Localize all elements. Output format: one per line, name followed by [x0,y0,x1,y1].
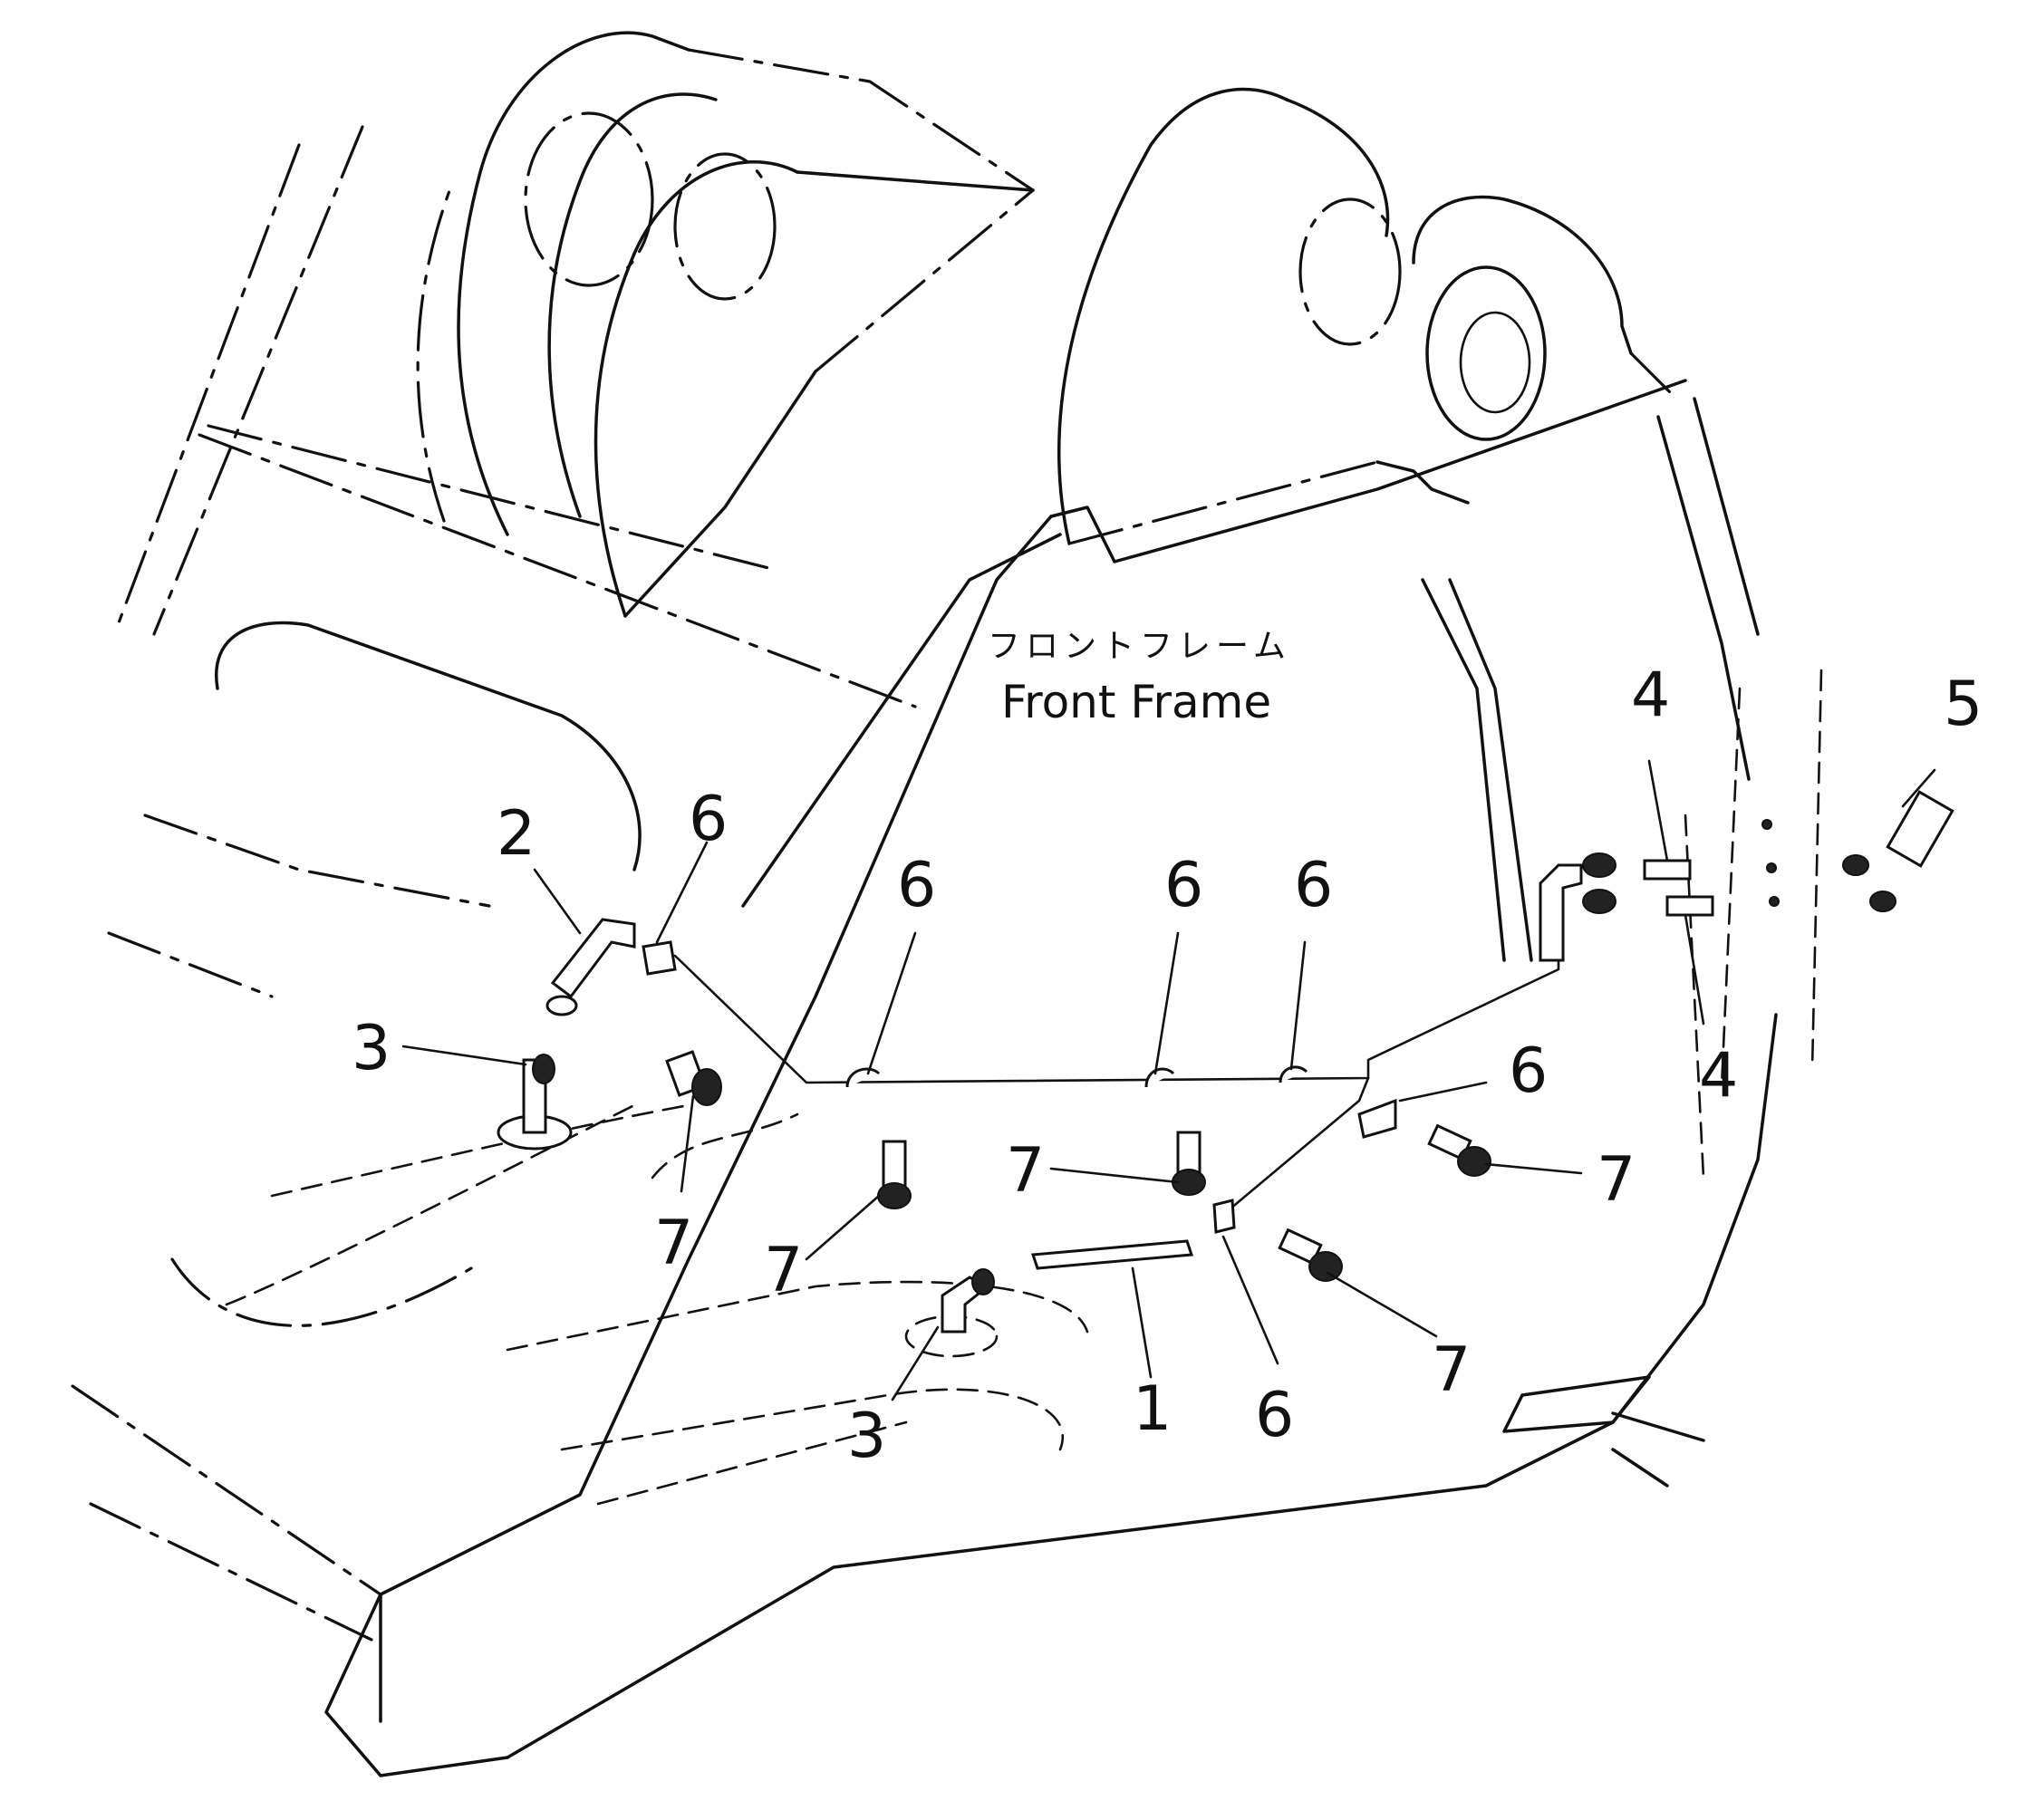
callout-5: 5 [1944,669,1983,740]
callout-1: 1 [1133,1373,1172,1445]
frame-label-english: Front Frame [1001,676,1271,728]
bolt-icon [877,1140,912,1209]
callout-7: 7 [654,1208,693,1279]
fittings [497,790,1954,1358]
callout-4: 4 [1699,1040,1738,1112]
callout-6: 6 [1294,850,1333,921]
callout-4: 4 [1631,660,1670,731]
callout-6: 6 [1255,1380,1294,1451]
callout-6: 6 [1509,1035,1548,1107]
callout-7: 7 [1597,1144,1636,1216]
callouts: 2 6 3 6 6 6 4 5 6 4 7 7 7 7 7 3 1 6 [352,660,1983,1472]
callout-3: 3 [352,1013,391,1084]
bolt-icon [1427,1123,1491,1177]
bolt-icon [1278,1228,1343,1282]
frame-label: フロントフレーム Front Frame [988,628,1291,728]
callout-7: 7 [1432,1334,1471,1406]
callout-6: 6 [689,784,728,855]
leader-lines [401,759,1936,1401]
bolt-icon [1172,1131,1206,1196]
callout-7: 7 [1006,1135,1045,1207]
frame-label-japanese: フロントフレーム [988,628,1291,665]
callout-6: 6 [1164,850,1203,921]
callout-2: 2 [497,798,536,870]
frame-structure [71,31,1823,1777]
callout-3: 3 [847,1401,886,1472]
callout-6: 6 [897,850,936,921]
callout-7: 7 [764,1235,803,1306]
bolt-icon [665,1050,722,1106]
grease-lines [550,863,1583,1270]
